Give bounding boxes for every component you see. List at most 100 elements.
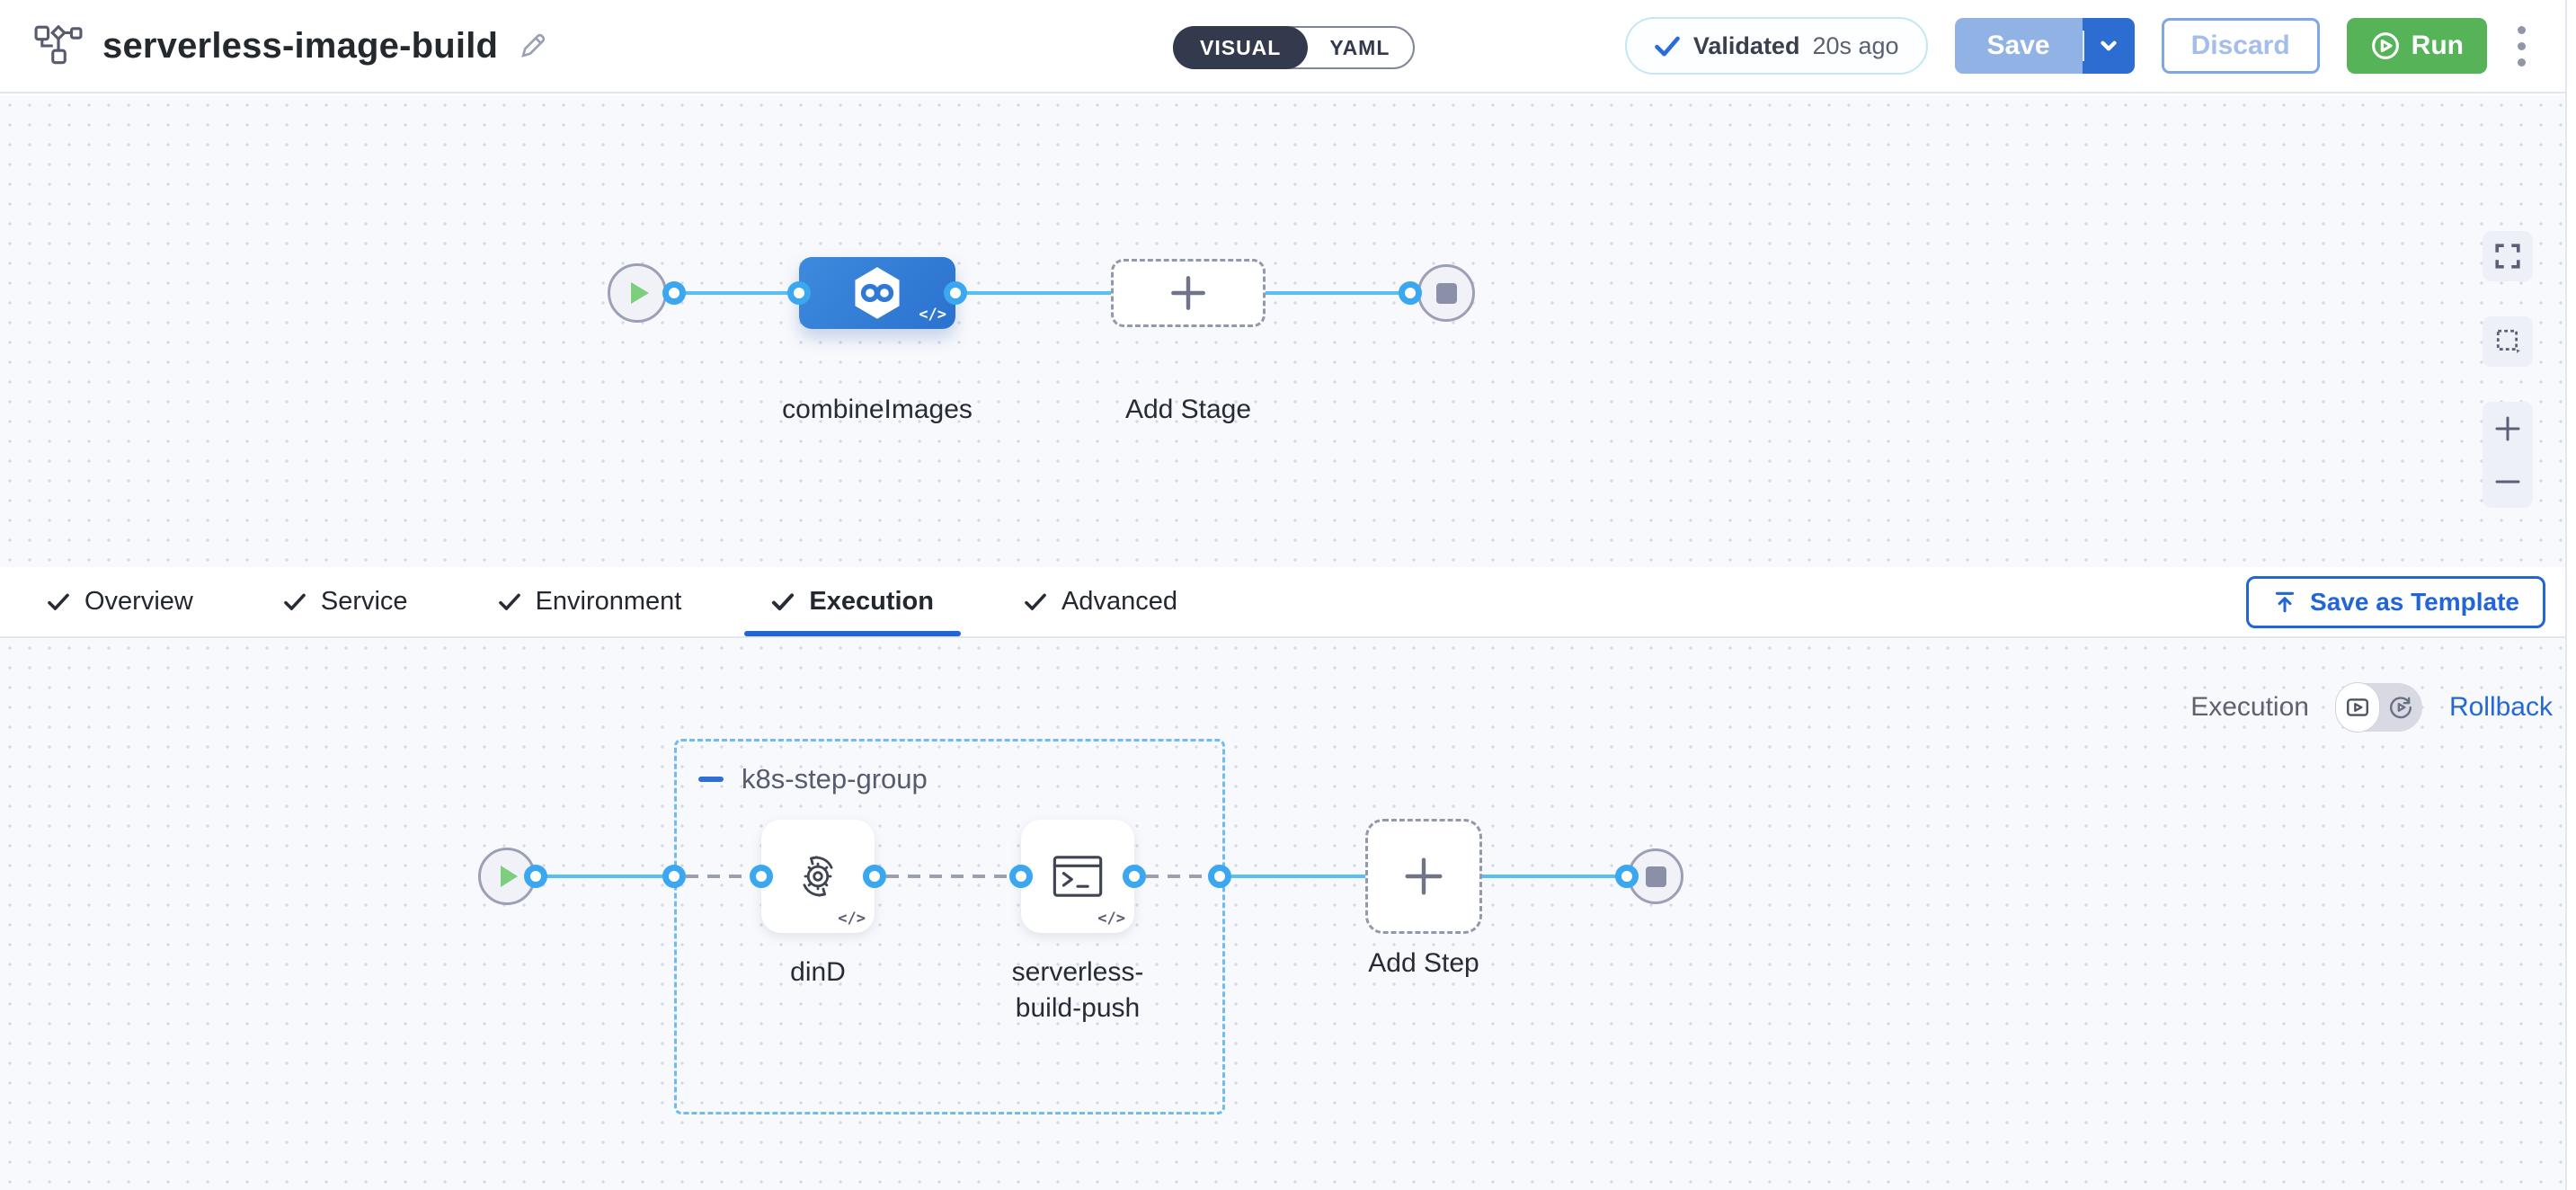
execution-mode-label: Execution	[2190, 692, 2309, 722]
zoom-out-icon	[2495, 480, 2520, 483]
stop-icon	[1435, 282, 1457, 304]
tab-overview[interactable]: Overview	[20, 567, 220, 636]
connector-line-dashed	[686, 875, 750, 878]
collapse-group-icon[interactable]	[698, 777, 724, 782]
tab-check-icon	[498, 593, 520, 610]
edit-title-icon[interactable]	[518, 31, 548, 61]
stage-node-combineimages[interactable]: </>	[799, 257, 955, 329]
step-node-serverless-build-push[interactable]: </>	[1021, 820, 1134, 933]
service-gear-icon	[803, 856, 833, 897]
save-button[interactable]: Save	[1954, 18, 2083, 74]
rollback-link[interactable]: Rollback	[2448, 692, 2553, 722]
stage-pipeline-canvas[interactable]: </> combineImages Add Stage	[0, 95, 2576, 567]
connector-line-dashed	[886, 875, 1009, 878]
tab-environment[interactable]: Environment	[471, 567, 709, 636]
zoom-in-button[interactable]	[2483, 402, 2533, 455]
tab-check-icon	[772, 592, 795, 610]
connector-dot[interactable]	[662, 865, 686, 888]
execution-start-node[interactable]	[478, 848, 536, 905]
validated-badge[interactable]: Validated 20s ago	[1624, 17, 1928, 75]
discard-button[interactable]: Discard	[2161, 18, 2320, 74]
check-icon	[1654, 34, 1681, 58]
fit-screen-icon	[2495, 244, 2520, 269]
connector-dot[interactable]	[863, 865, 886, 888]
start-play-icon	[630, 282, 649, 304]
more-options-menu[interactable]	[2514, 21, 2529, 72]
add-step-label[interactable]: Add Step	[1368, 948, 1479, 978]
plus-icon	[1171, 276, 1205, 310]
connector-dot[interactable]	[750, 865, 773, 888]
code-badge: </>	[919, 306, 946, 324]
zoom-in-icon	[2495, 416, 2520, 440]
connector-dot[interactable]	[1208, 865, 1231, 888]
connector-dot[interactable]	[524, 865, 547, 888]
connector-dot[interactable]	[1123, 865, 1146, 888]
add-step-button[interactable]	[1365, 819, 1482, 934]
validated-time: 20s ago	[1812, 31, 1899, 59]
zoom-out-button[interactable]	[2483, 455, 2533, 508]
connector-dot[interactable]	[787, 281, 811, 305]
zoom-controls	[2483, 402, 2533, 508]
connector-line	[1482, 875, 1616, 878]
tab-advanced[interactable]: Advanced	[997, 567, 1204, 636]
step-name-label[interactable]: dinD	[790, 957, 846, 987]
save-options-caret[interactable]	[2082, 18, 2135, 74]
scrollbar-track[interactable]	[2565, 0, 2576, 1190]
marquee-select-button[interactable]	[2483, 316, 2533, 367]
tab-service[interactable]: Service	[256, 567, 435, 636]
save-split-button: Save	[1954, 18, 2135, 74]
connector-dot[interactable]	[1399, 281, 1422, 305]
rollback-segment[interactable]	[2379, 683, 2422, 732]
connector-line	[1231, 875, 1365, 878]
connector-line	[542, 875, 664, 878]
pipeline-end-node[interactable]	[1417, 264, 1475, 322]
pipeline-icon	[34, 25, 83, 67]
run-step-terminal-icon	[1053, 856, 1103, 897]
save-as-template-button[interactable]: Save as Template	[2246, 576, 2545, 628]
step-node-dind[interactable]: </>	[761, 820, 875, 933]
connector-line-dashed	[1146, 875, 1208, 878]
tab-check-icon	[1025, 593, 1046, 610]
connector-line	[1266, 291, 1400, 295]
top-header: serverless-image-build VISUAL YAML Valid…	[0, 0, 2576, 93]
code-badge: </>	[1097, 910, 1125, 928]
stage-config-tabbar: Overview Service Environment Execution A…	[0, 567, 2576, 638]
validated-label: Validated	[1692, 31, 1800, 59]
connector-line	[680, 291, 800, 295]
execution-rollback-toggle[interactable]	[2335, 683, 2422, 732]
marquee-select-icon	[2496, 329, 2520, 354]
visual-yaml-toggle[interactable]: VISUAL YAML	[1173, 26, 1416, 69]
save-template-icon	[2275, 591, 2295, 613]
add-stage-label[interactable]: Add Stage	[1124, 395, 1252, 424]
connector-dot[interactable]	[1615, 865, 1639, 888]
execution-play-icon	[2346, 698, 2368, 716]
tab-execution[interactable]: Execution	[744, 567, 961, 636]
stage-name-label[interactable]: combineImages	[782, 395, 973, 424]
step-group-container[interactable]: k8s-step-group	[674, 739, 1225, 1115]
rollback-icon	[2390, 697, 2412, 719]
toggle-visual[interactable]: VISUAL	[1173, 26, 1309, 69]
tab-check-icon	[48, 593, 69, 610]
plus-icon	[1405, 857, 1443, 895]
connector-dot[interactable]	[1009, 865, 1033, 888]
step-name-label[interactable]: serverless-build-push	[1011, 957, 1144, 1023]
tab-check-icon	[284, 593, 306, 610]
page-title: serverless-image-build	[102, 25, 499, 66]
execution-pipeline-canvas[interactable]: Execution Rollback k8s-step-group	[0, 638, 2576, 1190]
add-stage-button[interactable]	[1111, 259, 1266, 327]
zoom-to-fit-button[interactable]	[2483, 231, 2533, 281]
execution-segment[interactable]	[2335, 683, 2379, 732]
stop-icon	[1645, 866, 1666, 887]
chevron-down-icon	[2100, 40, 2117, 51]
run-play-icon	[2371, 32, 2399, 59]
step-group-name: k8s-step-group	[742, 763, 928, 795]
code-badge: </>	[838, 910, 866, 928]
connector-dot[interactable]	[944, 281, 967, 305]
connector-dot[interactable]	[662, 281, 686, 305]
connector-line	[962, 291, 1111, 295]
ci-stage-icon	[855, 267, 900, 319]
step-group-header[interactable]: k8s-step-group	[698, 763, 928, 795]
pipeline-start-node[interactable]	[608, 263, 667, 323]
run-button[interactable]: Run	[2346, 18, 2487, 74]
toggle-yaml[interactable]: YAML	[1329, 35, 1390, 59]
